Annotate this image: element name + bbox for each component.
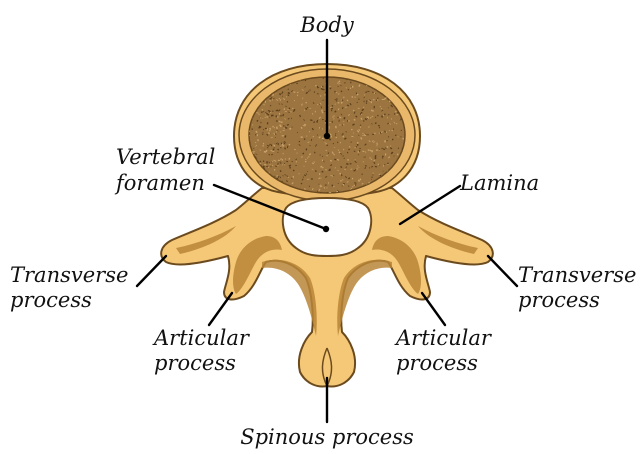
- label-lamina: Lamina: [459, 171, 539, 195]
- leader-articular-right: [422, 293, 445, 325]
- label-transverse-right-1: Transverse: [518, 263, 636, 287]
- label-vertebral-foramen-1: Vertebral: [116, 145, 215, 169]
- leader-articular-left: [209, 293, 232, 325]
- label-vertebral-foramen-2: foramen: [114, 171, 205, 195]
- label-body: Body: [299, 13, 355, 37]
- label-transverse-right-2: process: [518, 288, 600, 312]
- leader-transverse-left: [137, 256, 166, 286]
- label-transverse-left-1: Transverse: [10, 263, 128, 287]
- leader-body-dot: [324, 133, 330, 139]
- leader-foramen-dot: [323, 226, 329, 232]
- label-articular-right-2: process: [396, 351, 478, 375]
- label-spinous-process: Spinous process: [240, 425, 414, 449]
- label-articular-right-1: Articular: [394, 326, 493, 350]
- label-articular-left-1: Articular: [152, 326, 251, 350]
- label-articular-left-2: process: [154, 351, 236, 375]
- leader-transverse-right: [488, 256, 517, 286]
- label-transverse-left-2: process: [10, 288, 92, 312]
